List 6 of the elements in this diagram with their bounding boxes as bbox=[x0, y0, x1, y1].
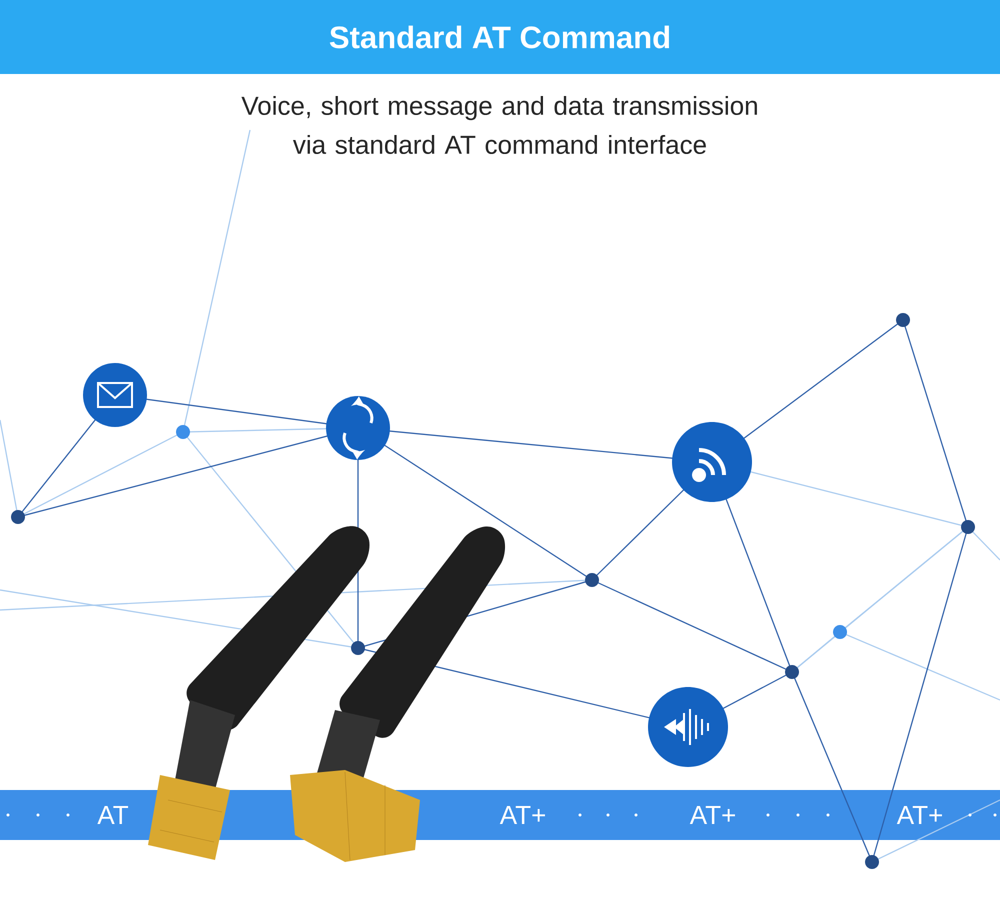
band-label: AT+ bbox=[896, 806, 942, 824]
title-banner: Standard AT Command bbox=[0, 0, 1000, 74]
band-label: AT+ bbox=[500, 806, 545, 824]
band-label: AT bbox=[97, 806, 128, 824]
band-label: AT+ bbox=[690, 806, 735, 824]
caption-text: Voice, short message and data transmission via standard AT command interface bbox=[241, 96, 757, 154]
